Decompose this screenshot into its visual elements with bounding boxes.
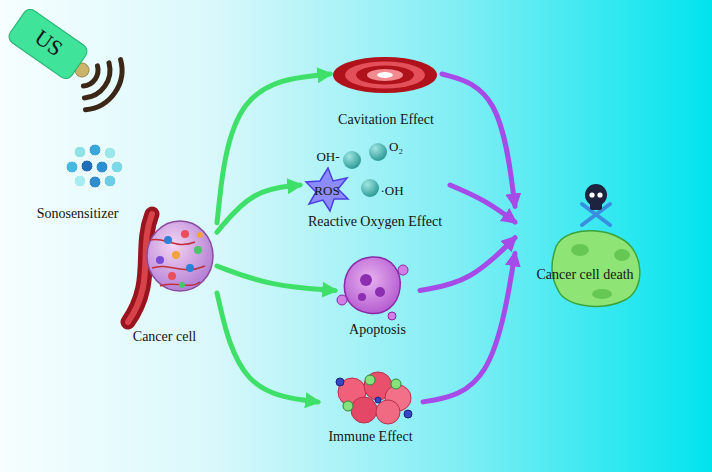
node-label: Cancer cell death [536,266,633,283]
effect-arrow [420,238,515,291]
tumor-figure [128,214,213,322]
cavitation-effect: Cavitation Effect [330,50,442,130]
effect-arrow [217,185,300,232]
apoptosis-cell: Apoptosis [335,250,420,340]
ultrasound-waves [75,60,122,110]
ros-figure [306,143,387,211]
cancer-cell-death: Cancer cell death [515,180,655,285]
ultrasound-probe: US [5,6,90,82]
node-label: Reactive Oxygen Effect [308,213,442,230]
effect-arrow [450,185,515,222]
immune-effect: Immune Effect [318,365,423,447]
sonosensitizer-group: Sonosensitizer [15,140,140,224]
node-label: Immune Effect [328,428,412,445]
apoptosis-figure [337,257,408,320]
effect-arrow [217,293,318,402]
molecule-label: OH- [316,149,339,164]
molecule-label: ROS [314,183,339,198]
node-label: Cavitation Effect [338,111,434,128]
molecule-label: ·OH [380,183,403,198]
node-label: Sonosensitizer [37,205,119,222]
sonosensitizer-dots [66,144,123,188]
molecule-label: O₂ [389,139,403,154]
cancer-cell-figure: Cancer cell [112,212,217,347]
effect-arrow [217,74,330,223]
effect-arrow [423,254,515,402]
cavitation-rings [333,57,437,93]
node-label: US [30,24,68,61]
node-label: Cancer cell [133,328,196,345]
cell-death-figure [552,184,640,306]
immune-figure [336,372,412,424]
effect-arrow [217,266,335,291]
node-label: Apoptosis [349,321,406,338]
